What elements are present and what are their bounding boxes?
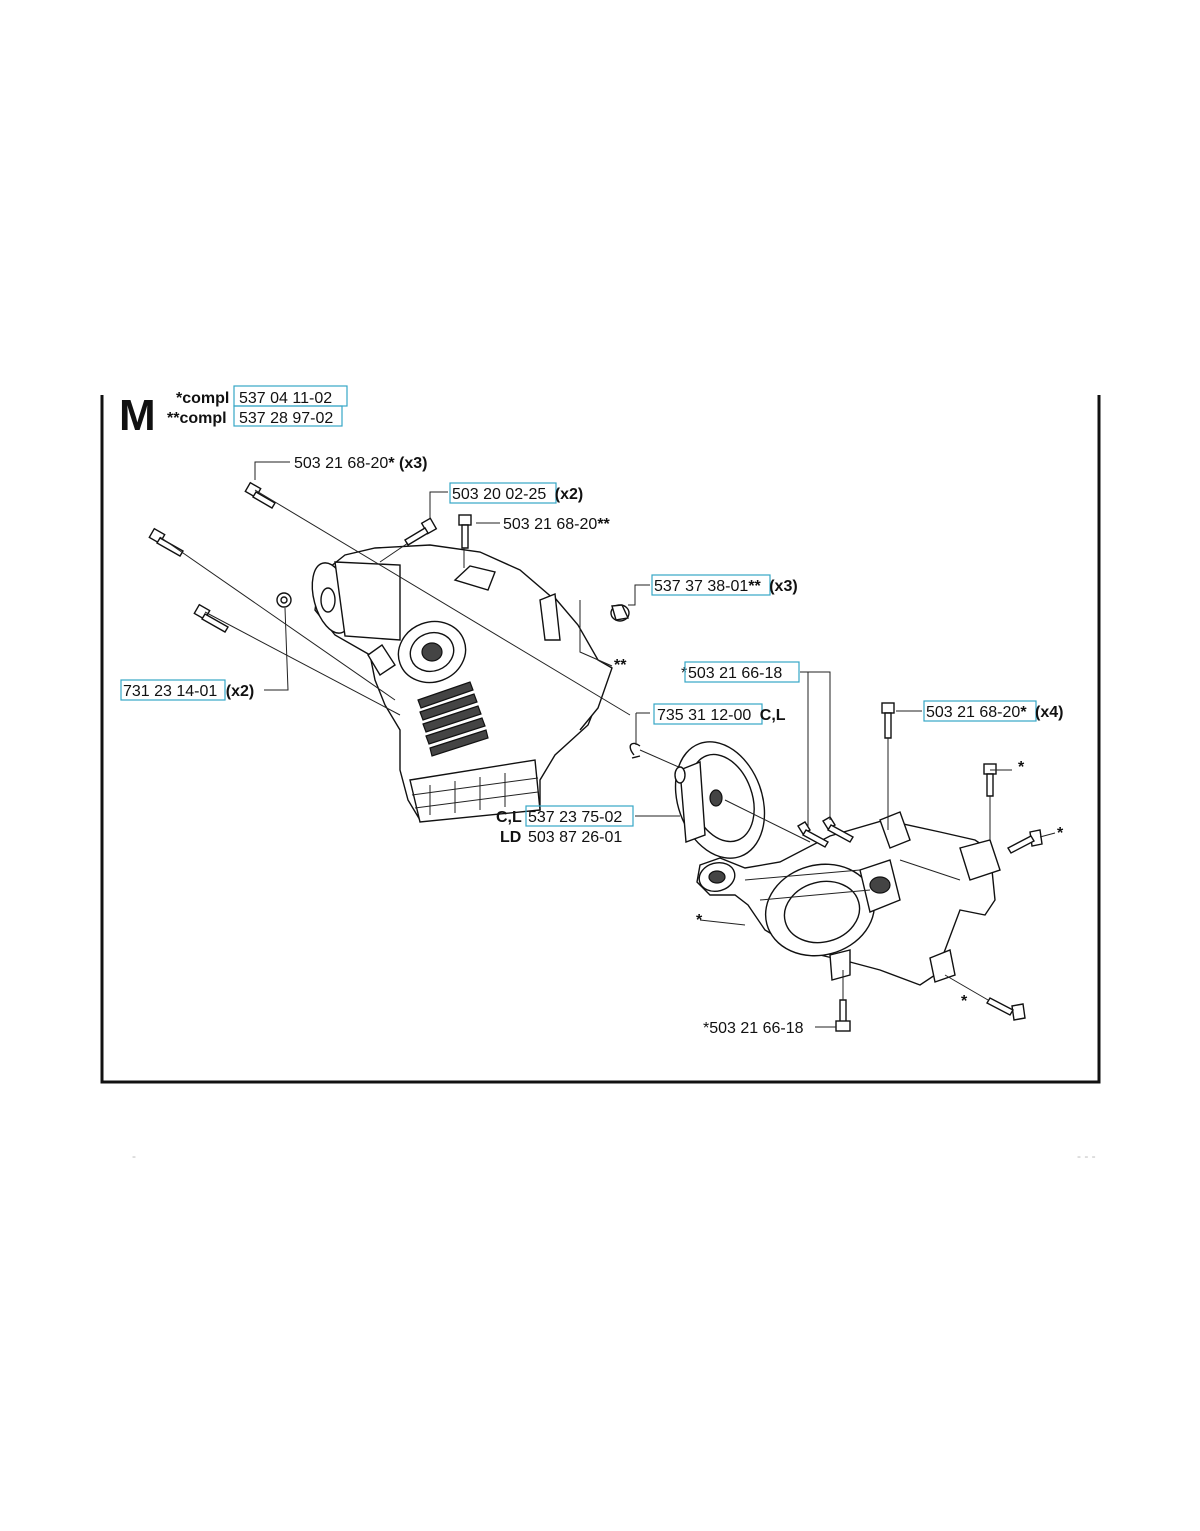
clutch-housing (311, 544, 613, 823)
callout-screw-x4[interactable]: 503 21 68-20* (x4) (926, 704, 1063, 721)
callout-screw-x2[interactable]: 503 20 02-25 (x2) (452, 486, 583, 503)
screw-star-right-1 (983, 763, 997, 797)
screw-star-right-3 (986, 997, 1026, 1021)
clutch-drum (674, 741, 766, 859)
gear-housing (696, 811, 1001, 986)
compl-part-1[interactable]: 537 04 11-02 (239, 390, 332, 407)
screw-mid-parts (797, 816, 854, 848)
screw-bottom-part (835, 999, 851, 1032)
nut-part (276, 592, 292, 608)
screw-star2-part (458, 514, 472, 549)
link-box-nut-x2[interactable] (120, 679, 226, 701)
marker-star-right-2: * (1057, 825, 1064, 842)
screw-upper-left (148, 527, 184, 557)
compl-link-box-2[interactable] (233, 405, 343, 427)
link-box-screw-x4[interactable] (923, 700, 1037, 722)
callout-plug-x3[interactable]: 537 37 38-01** (x3) (654, 578, 798, 595)
section-letter: M (119, 391, 156, 440)
callout-drum-ld-prefix: LD (500, 829, 521, 846)
callout-drum-cl-prefix: C,L (496, 809, 522, 826)
screw-x4-part (881, 702, 895, 739)
diagram-frame (100, 395, 1101, 1084)
link-box-screw-x2[interactable] (449, 482, 557, 504)
screw-lower-left (193, 603, 229, 633)
marker-star-right-1: * (1018, 759, 1025, 776)
link-box-drum-cl[interactable] (525, 805, 634, 827)
compl-prefix-1: *compl (176, 390, 229, 407)
marker-double-star: ** (614, 657, 627, 674)
marker-star-right-3: * (961, 993, 968, 1010)
callout-drum-cl[interactable]: 537 23 75-02 (528, 809, 622, 826)
link-box-screw-mid[interactable] (684, 661, 800, 683)
callout-circlip[interactable]: 735 31 12-00 C,L (657, 707, 786, 724)
footer-left-mark: - (132, 1149, 136, 1163)
link-box-circlip[interactable] (653, 703, 763, 725)
screw-star-right-2 (1007, 829, 1043, 854)
screw-top-left (244, 481, 276, 509)
circlip-part (629, 742, 641, 759)
compl-part-2[interactable]: 537 28 97-02 (239, 410, 333, 427)
footer-right-mark: - - - (1077, 1149, 1096, 1163)
callout-screw-top: 503 21 68-20* (x3) (294, 455, 427, 472)
callout-nut-x2[interactable]: 731 23 14-01 (x2) (123, 683, 254, 700)
screw-x2-part (404, 517, 438, 546)
callout-screw-mid[interactable]: 503 21 66-18 (688, 665, 782, 682)
callout-drum-ld: 503 87 26-01 (528, 829, 622, 846)
callout-screw-bottom: *503 21 66-18 (703, 1020, 804, 1037)
callout-screw-mid-prefix: * (681, 665, 687, 682)
marker-star-housing: * (696, 912, 703, 929)
plug-part (610, 604, 630, 622)
link-box-plug-x3[interactable] (651, 574, 771, 596)
compl-prefix-2: **compl (167, 410, 227, 427)
callout-screw-star2: 503 21 68-20** (503, 516, 611, 533)
